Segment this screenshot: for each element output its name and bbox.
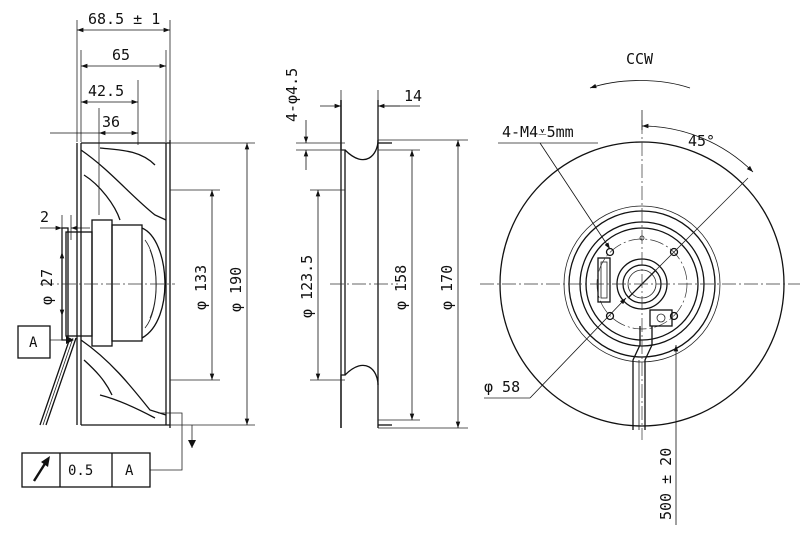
dim-width-36: 36 — [102, 113, 120, 131]
dim-dia-58: φ 58 — [484, 378, 520, 396]
arrow-icon — [32, 456, 50, 482]
dim-dia-158: φ 158 — [392, 265, 410, 310]
dim-thickness: 14 — [404, 87, 422, 105]
thread-spec: 4-M4⩡5mm — [502, 123, 574, 141]
dim-hub-dia: φ 27 — [38, 269, 56, 305]
dim-dia-170: φ 170 — [438, 265, 456, 310]
angle-label: 45° — [688, 132, 715, 150]
front-view — [480, 80, 800, 525]
dim-dia-133: φ 133 — [192, 265, 210, 310]
datum-label: A — [29, 335, 38, 351]
dim-dia-190: φ 190 — [227, 267, 245, 312]
runout-value: 0.5 — [68, 463, 93, 479]
dim-dia-123-5: φ 123.5 — [298, 255, 316, 318]
side-view — [39, 20, 255, 471]
dim-offset-2: 2 — [40, 208, 49, 226]
dim-cable-length: 500 ± 20 — [657, 448, 675, 520]
dim-width-65: 65 — [112, 46, 130, 64]
datum-box — [17, 325, 51, 359]
dim-overall-width: 68.5 ± 1 — [88, 10, 160, 28]
dim-holes: 4-φ4.5 — [283, 68, 301, 122]
runout-ref: A — [125, 463, 134, 479]
runout-frame — [21, 452, 151, 488]
depth-icon: ⩡ — [538, 123, 546, 141]
dim-width-42-5: 42.5 — [88, 82, 124, 100]
mount-view — [296, 90, 468, 429]
rotation-label: CCW — [626, 50, 654, 68]
